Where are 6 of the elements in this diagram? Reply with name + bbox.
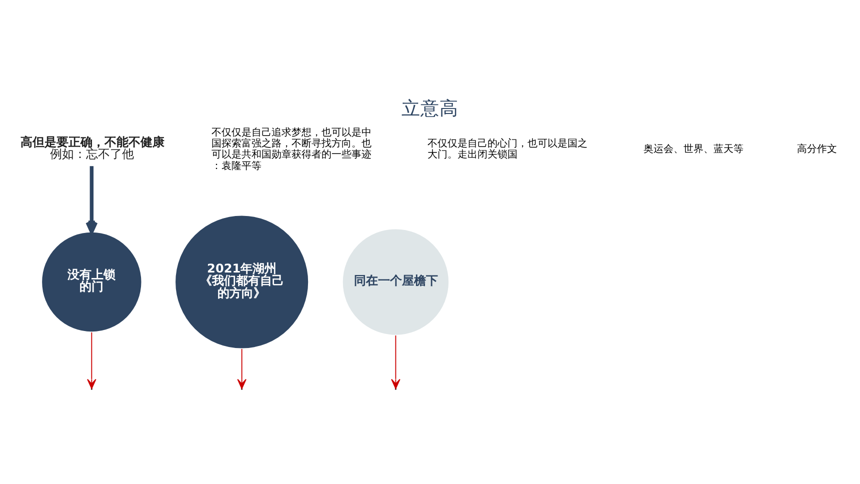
label: 不仅仅是自己追求梦想，也可以是中国探索富强之路，不断寻找方向。也可以是共和国勋章获得者的一些事迹：袁隆平等 [212,126,372,172]
label: 高分作文 [797,144,838,155]
label: 不仅仅是自己的心门，也可以是国之大门。走出闭关锁国 [428,138,588,160]
label: 奥运会、世界、蓝天等 [644,144,744,155]
node-text: 高但是要正确，不能不健康 例如：忘不了他 [20,134,164,161]
diagram-title: 立意高 [402,98,458,119]
